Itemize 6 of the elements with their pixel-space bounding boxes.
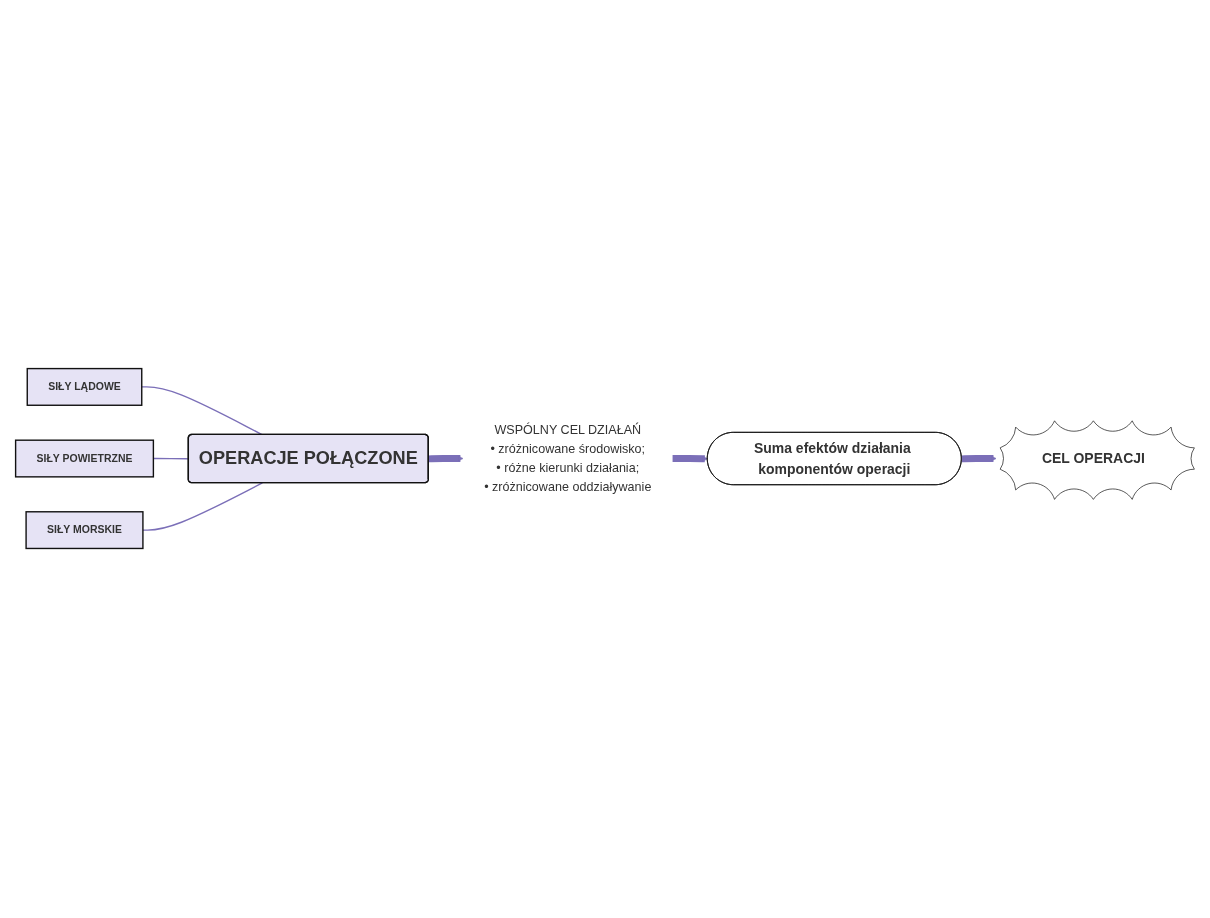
node-box: SIŁY POWIETRZNE — [14, 439, 155, 479]
node-text: WSPÓLNY CEL DZIAŁAŃ • zróżnicowane środowisko; • różne kierunki działania; • zróżnicowane oddziaływanie — [484, 423, 652, 494]
node-box: SIŁY LĄDOWE — [26, 368, 143, 407]
arrow — [961, 455, 997, 463]
arrow — [671, 455, 708, 463]
node-box: SIŁY MORSKIE — [25, 511, 144, 550]
